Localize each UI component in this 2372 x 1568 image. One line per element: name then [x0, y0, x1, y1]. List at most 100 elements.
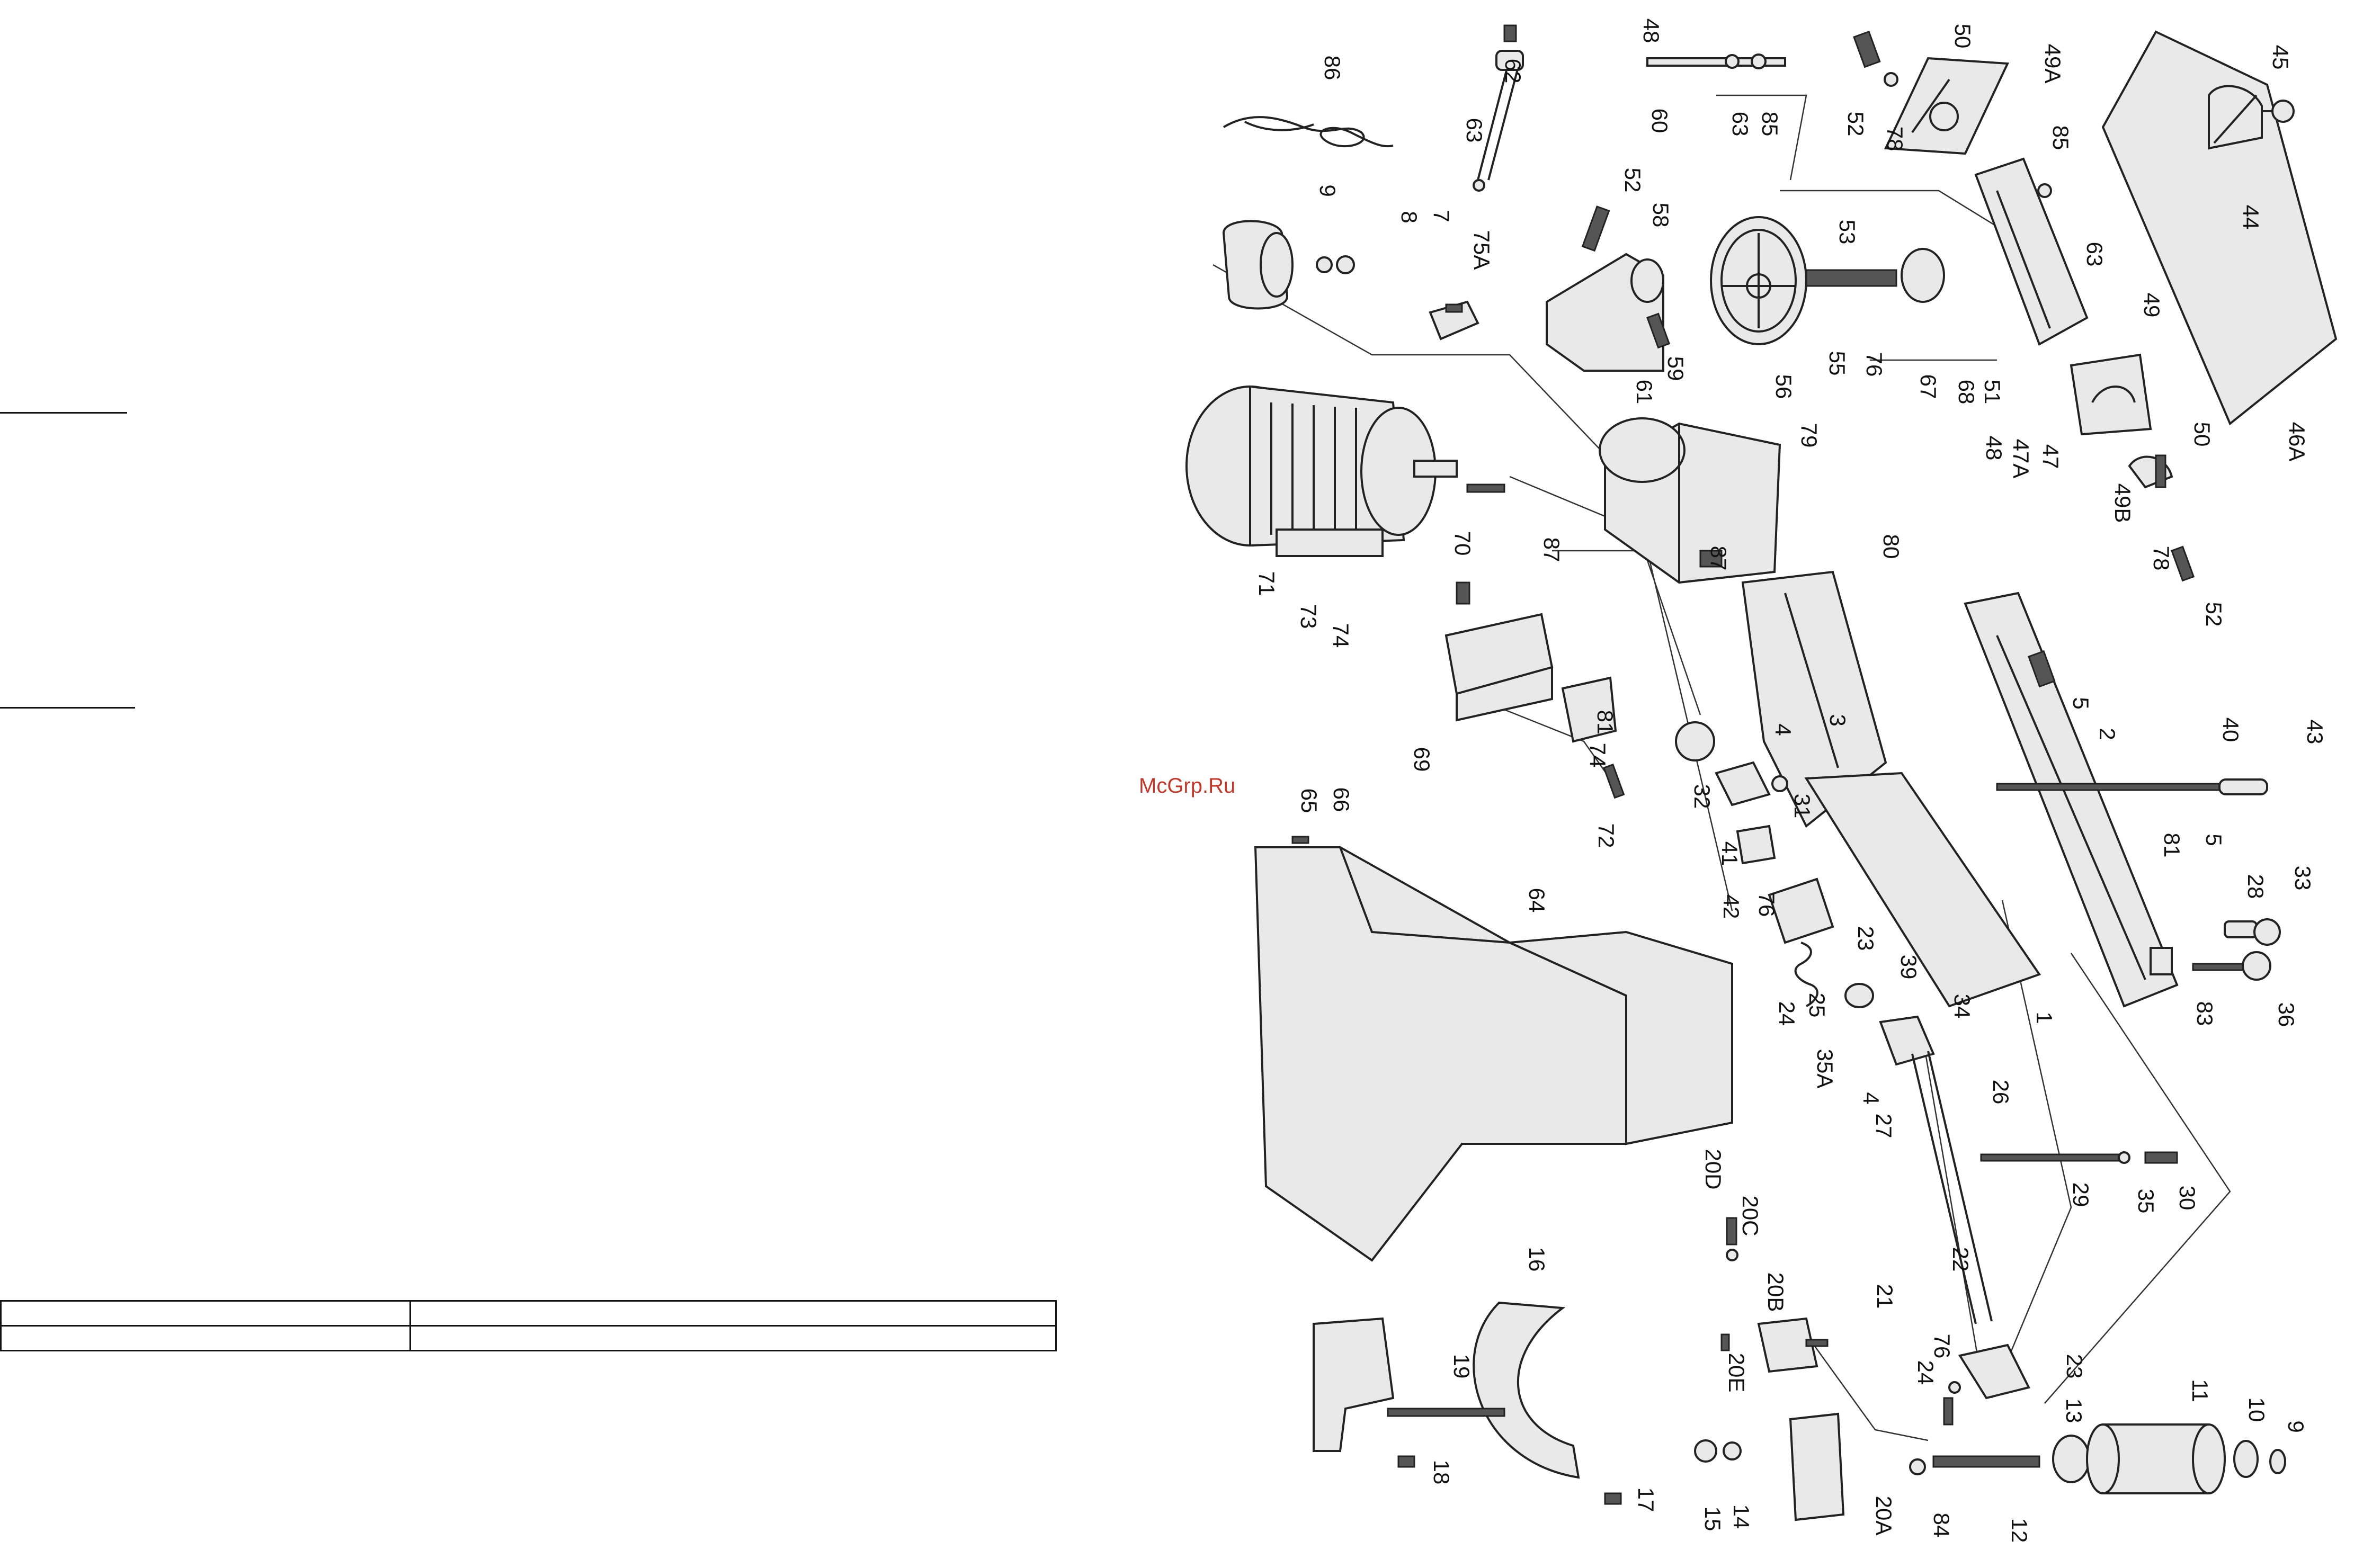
callout-label: 72 [1594, 823, 1619, 848]
callout-label: 86 [1320, 56, 1345, 80]
callout-label: 75A [1469, 230, 1494, 270]
callout-label: 47A [2009, 439, 2034, 479]
callout-label: 74 [1585, 743, 1610, 768]
callout-label: 76 [1862, 352, 1887, 377]
table-cell [0, 1300, 411, 1327]
blank-table [0, 1300, 1057, 1351]
rod-parts [1473, 24, 1786, 192]
lower-bracket-23 [1943, 1343, 2030, 1426]
callout-label: 35 [2134, 1189, 2159, 1214]
callout-label: 5 [2201, 834, 2226, 846]
callout-label: 15 [1700, 1507, 1725, 1531]
callout-label: 81 [2160, 833, 2184, 858]
callout-label: 14 [1729, 1504, 1754, 1529]
callout-label: 85 [2048, 126, 2073, 150]
callout-label: 35A [1813, 1049, 1838, 1089]
callout-label: 81 [1593, 710, 1618, 735]
handwheel-56 [1710, 216, 1945, 345]
callout-label: 61 [1632, 380, 1657, 405]
table-row [0, 1300, 1057, 1327]
guard-79 [1599, 417, 1781, 584]
callout-label: 24 [1913, 1360, 1938, 1385]
callout-label: 65 [1297, 789, 1322, 813]
callout-label: 40 [2218, 718, 2243, 742]
bearing-group-32 [1675, 721, 1788, 865]
watermark-text: McGrp.Ru [1139, 774, 1236, 798]
callout-label: 1 [2032, 1011, 2057, 1024]
callout-label: 30 [2175, 1186, 2200, 1211]
section-rule-1 [0, 412, 127, 414]
callout-label: 53 [1835, 220, 1860, 245]
callout-label: 83 [2192, 1001, 2217, 1026]
callout-label: 58 [1648, 203, 1673, 228]
callout-label: 29 [2068, 1182, 2093, 1207]
callout-label: 43 [2303, 720, 2328, 745]
leader-line [1922, 1037, 1982, 1377]
callout-label: 60 [1647, 109, 1672, 133]
callout-label: 70 [1450, 531, 1475, 556]
callout-label: 20B [1763, 1273, 1788, 1312]
callout-label: 74 [1328, 623, 1353, 648]
callout-label: 4 [1859, 1092, 1884, 1104]
callout-label: 67 [1916, 374, 1941, 399]
callout-label: 50 [2190, 422, 2215, 447]
callout-label: 2 [2095, 728, 2120, 740]
callout-label: 20C [1738, 1195, 1763, 1236]
table-cell [0, 1325, 411, 1351]
callout-label: 39 [1896, 955, 1921, 980]
callout-label: 76 [1754, 892, 1779, 917]
leader-line [1212, 264, 1621, 472]
exploded-parts-diagram: 4862606363858652785049A4598775A525885634… [1185, 19, 2338, 1543]
angle-81 [1561, 676, 1625, 799]
callout-label: 63 [2082, 242, 2107, 267]
spindle-assembly-22 [1768, 877, 2178, 1324]
callout-label: 42 [1719, 894, 1744, 919]
callout-label: 28 [2243, 874, 2268, 899]
callout-label: 5 [2068, 697, 2093, 709]
callout-label: 49A [2040, 44, 2065, 84]
callout-label: 52 [1843, 112, 1868, 137]
callout-label: 47 [2038, 444, 2063, 469]
callout-label: 23 [1853, 926, 1878, 951]
callout-label: 20A [1871, 1496, 1896, 1536]
callout-label: 31 [1790, 794, 1815, 819]
callout-label: 3 [1825, 714, 1850, 726]
callout-label: 45 [2268, 45, 2293, 70]
callout-label: 85 [1758, 112, 1782, 137]
rod-40 [1996, 778, 2268, 795]
callout-label: 7 [1429, 210, 1454, 222]
callout-label: 27 [1871, 1114, 1896, 1139]
slide-51 [1974, 157, 2089, 346]
bracket-49A [1853, 30, 2010, 155]
leader-line [1805, 1334, 1929, 1441]
callout-label: 41 [1717, 841, 1742, 866]
callout-label: 49 [2139, 293, 2164, 318]
callout-label: 13 [2062, 1399, 2086, 1423]
callout-label: 44 [2239, 205, 2263, 230]
callout-label: 78 [2149, 546, 2174, 571]
callout-label: 59 [1663, 356, 1688, 381]
callout-label: 52 [1620, 168, 1645, 193]
callout-label: 46A [2285, 422, 2309, 462]
pulley-sleeve-part [1222, 220, 1355, 310]
callout-label: 12 [2007, 1518, 2032, 1543]
callout-label: 32 [1690, 784, 1715, 809]
callout-label: 9 [1315, 184, 1340, 196]
callout-label: 78 [1883, 127, 1907, 151]
callout-label: 62 [1501, 59, 1526, 84]
callout-label: 11 [2188, 1379, 2213, 1402]
callout-label: 17 [1634, 1488, 1658, 1512]
callout-label: 64 [1524, 888, 1549, 913]
leader-line [1716, 94, 1807, 181]
callout-label: 36 [2274, 1002, 2299, 1027]
drum-assembly-11 [1694, 1423, 2286, 1494]
callout-label: 33 [2290, 866, 2315, 891]
callout-label: 48 [1982, 436, 2007, 461]
callout-label: 8 [1397, 211, 1422, 223]
callout-label: 55 [1825, 351, 1850, 376]
bracket-group-20 [1720, 1217, 1845, 1521]
leader-line [1780, 190, 2008, 234]
callout-label: 19 [1449, 1354, 1474, 1379]
